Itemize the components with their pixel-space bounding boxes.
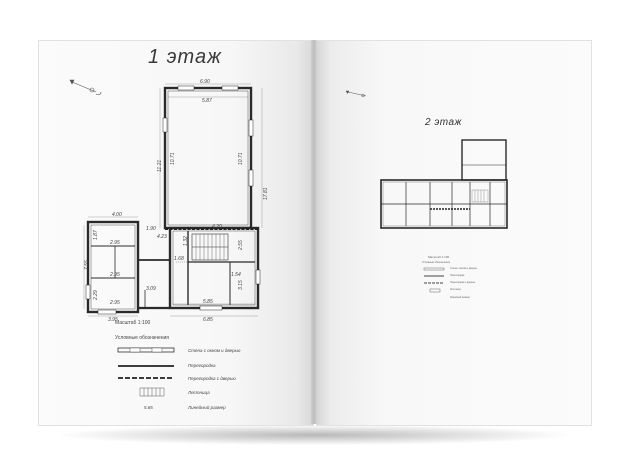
dim-small-b: 1.68: [174, 256, 184, 262]
dim-mid-c: 4.23: [157, 234, 167, 240]
floor-2-legend-wall: Стена с окном и дверью: [450, 267, 477, 270]
wall-left-wing: [85, 220, 170, 315]
floor-2-legend-symbols: [423, 267, 445, 293]
compass-icon-right: [345, 90, 367, 98]
staircase: [176, 233, 229, 263]
dim-top-outer: 6.90: [200, 79, 210, 85]
floor-2-legend-title: Условные обозначения: [422, 261, 451, 264]
floor-2-legend-stair: Лестница: [450, 288, 461, 291]
dimension-lines: [83, 83, 263, 317]
floor-1-legend-title: Условные обозначения: [115, 335, 170, 341]
legend-item-stair: Лестница: [188, 390, 210, 395]
dim-bottom-right: 6.85: [203, 317, 213, 323]
floor-1-scale: Масштаб 1:100: [115, 320, 151, 326]
dim-mid-b: 4.20: [212, 224, 222, 230]
legend-sample-dim: 5.65: [144, 405, 153, 410]
floor-2-scale: Масштаб 1:100: [428, 255, 450, 259]
dim-room-b: 2.95: [110, 272, 120, 278]
dim-left-wing-top: 4.00: [112, 212, 122, 218]
wall-main-room: [162, 85, 254, 230]
floor-2-legend-partition-door: Перегородка с дверью: [450, 281, 476, 284]
legend-item-partition: Перегородка: [188, 363, 216, 368]
staircase-floor-2: [471, 189, 489, 203]
legend-wall-symbol: [117, 347, 175, 353]
dim-top-inner: 5.87: [202, 98, 212, 104]
dim-small-a: 1.54: [231, 272, 241, 278]
dim-room-c: 2.95: [110, 300, 120, 306]
floor-2-legend-dimension: Линейный размер: [450, 296, 470, 299]
dim-room-a: 2.95: [110, 240, 120, 246]
book-shadow: [60, 425, 568, 445]
dim-bottom-inner: 5.85: [203, 299, 213, 305]
legend-item-dimension: Линейный размер: [188, 405, 226, 410]
legend-stair-symbol: [139, 387, 165, 397]
dim-bottom-left: 3.95: [108, 317, 118, 323]
legend-item-wall: Стена с окном и дверью: [188, 348, 241, 353]
legend-item-partition-door: Перегородка с дверью: [188, 376, 236, 381]
floor-2-legend-partition: Перегородка: [450, 274, 465, 277]
floor-1-title: 1 этаж: [148, 46, 222, 68]
compass-icon: [69, 79, 102, 96]
dim-mid-a: 1.90: [146, 226, 156, 232]
book-gutter: [311, 40, 317, 424]
dim-small-c: 3.09: [146, 286, 156, 292]
wall-lower-block: [168, 226, 261, 311]
wall-floor-2: [380, 139, 508, 229]
floor-2-title: 2 этаж: [425, 117, 462, 128]
